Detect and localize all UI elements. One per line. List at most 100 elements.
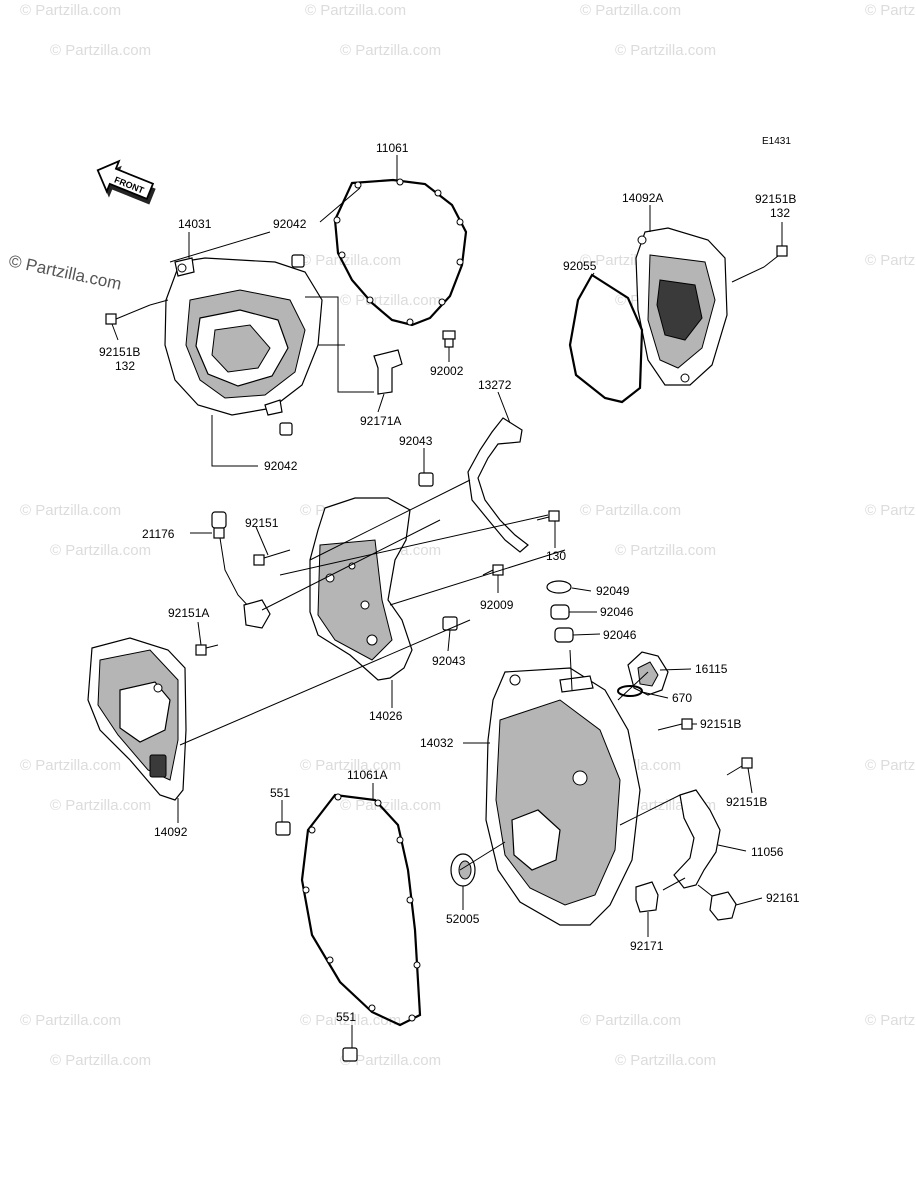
watermark: © Partzilla.com [50, 1052, 151, 1069]
oring-670 [617, 685, 643, 697]
label-92151: 92151 [245, 516, 279, 530]
bearing-92046-b [554, 627, 574, 643]
bolt-92151B-right [763, 245, 788, 268]
label-132: 132 [115, 359, 135, 373]
label-92002: 92002 [430, 364, 464, 378]
label-14092A: 14092A [622, 191, 663, 205]
watermark: © Partzilla.com [50, 42, 151, 59]
label-14031: 14031 [178, 217, 212, 231]
part-52005 [450, 853, 476, 887]
bolt-92151B-mid [657, 718, 693, 731]
label-92151B: 92151B [755, 192, 796, 206]
label-11061: 11061 [376, 141, 409, 155]
label-92151B: 92151B [726, 795, 767, 809]
gasket-11061 [333, 178, 468, 327]
dowel-551-top [275, 821, 291, 836]
bolt-92151 [253, 549, 291, 566]
label-11061A: 11061A [347, 768, 387, 782]
label-92042: 92042 [264, 459, 298, 473]
watermark: © Partzilla.com [340, 797, 441, 814]
label-130: 130 [546, 549, 566, 563]
watermark: © Partzilla.com [340, 1052, 441, 1069]
label-92043: 92043 [399, 434, 433, 448]
bolt-130 [536, 510, 560, 522]
bolt-92151B-left [105, 304, 151, 325]
label-92046: 92046 [600, 605, 634, 619]
label-14092: 14092 [154, 825, 188, 839]
label-92161: 92161 [766, 891, 800, 905]
clamp-92171 [635, 881, 659, 913]
cover-14026 [309, 497, 413, 681]
watermark: © Partzilla.com [865, 757, 916, 774]
watermark: © Partzilla.com [20, 1012, 121, 1029]
watermark: © Partzilla.com [20, 757, 121, 774]
label-21176: 21176 [142, 527, 175, 541]
cover-14031 [164, 257, 323, 416]
bearing-92046-a [550, 604, 570, 620]
damper-92161 [709, 891, 737, 921]
dowel-92043-bottom [442, 616, 458, 631]
watermark: © Partzilla.com [865, 1012, 916, 1029]
sensor-21176 [211, 511, 271, 629]
seal-92049 [546, 580, 572, 594]
gasket-11061A [300, 793, 422, 1027]
watermark: © Partzilla.com [615, 1052, 716, 1069]
label-92046: 92046 [603, 628, 637, 642]
part-labels: 11061 14092A 92151B 132 14031 92042 9205… [99, 141, 800, 1024]
cap-16115 [627, 651, 669, 696]
label-92055: 92055 [563, 259, 597, 273]
label-14026: 14026 [369, 709, 403, 723]
watermark: © Partzilla.com [580, 2, 681, 19]
plate-13272 [467, 417, 529, 553]
label-92171: 92171 [630, 939, 664, 953]
label-551: 551 [336, 1010, 356, 1024]
watermark: © Partzilla.com [340, 292, 441, 309]
cover-14032 [485, 667, 641, 926]
watermark: © Partzilla.com [865, 2, 916, 19]
watermark: © Partzilla.com [865, 252, 916, 269]
label-11056: 11056 [751, 845, 784, 859]
watermark: © Partzilla.com [615, 42, 716, 59]
label-92151B: 92151B [99, 345, 140, 359]
label-92171A: 92171A [360, 414, 401, 428]
cover-14092 [87, 637, 187, 801]
label-92042: 92042 [273, 217, 307, 231]
label-551: 551 [270, 786, 290, 800]
watermark: © Partzilla.com [50, 542, 151, 559]
clamp-92171A [373, 349, 403, 395]
watermark: © Partzilla.com [300, 252, 401, 269]
label-16115: 16115 [695, 662, 728, 676]
label-92043: 92043 [432, 654, 466, 668]
watermark: © Partzilla.com [580, 1012, 681, 1029]
watermark: © Partzilla.com [300, 1012, 401, 1029]
bracket-11056 [673, 789, 721, 889]
watermark: © Partzilla.com [615, 542, 716, 559]
label-92151B: 92151B [700, 717, 741, 731]
label-92049: 92049 [596, 584, 630, 598]
watermark: © Partzilla.com [20, 2, 121, 19]
diagram-code: E1431 [762, 136, 791, 147]
label-92151A: 92151A [168, 606, 209, 620]
watermark: © Partzilla.com [50, 797, 151, 814]
label-52005: 52005 [446, 912, 480, 926]
cover-14092A [635, 227, 728, 386]
plug-92002 [442, 330, 456, 348]
label-13272: 13272 [478, 378, 512, 392]
watermark: © Partzilla.com [340, 42, 441, 59]
leader-lines [111, 155, 783, 1048]
gasket-92055 [568, 273, 644, 404]
label-670: 670 [672, 691, 692, 705]
watermark: © Partzilla.com [305, 2, 406, 19]
watermark: © Partzilla.com [300, 757, 401, 774]
front-arrow-icon: FRONT [96, 159, 156, 205]
dowel-92042-bottom [279, 422, 293, 436]
watermark-main: © Partzilla.com [7, 251, 123, 293]
bolt-92151B-low [726, 757, 753, 776]
watermark: © Partzilla.com [580, 502, 681, 519]
label-92009: 92009 [480, 598, 514, 612]
label-14032: 14032 [420, 736, 454, 750]
bolt-92151A [195, 644, 219, 656]
watermark: © Partzilla.com [865, 502, 916, 519]
dowel-92043-top [418, 472, 434, 487]
